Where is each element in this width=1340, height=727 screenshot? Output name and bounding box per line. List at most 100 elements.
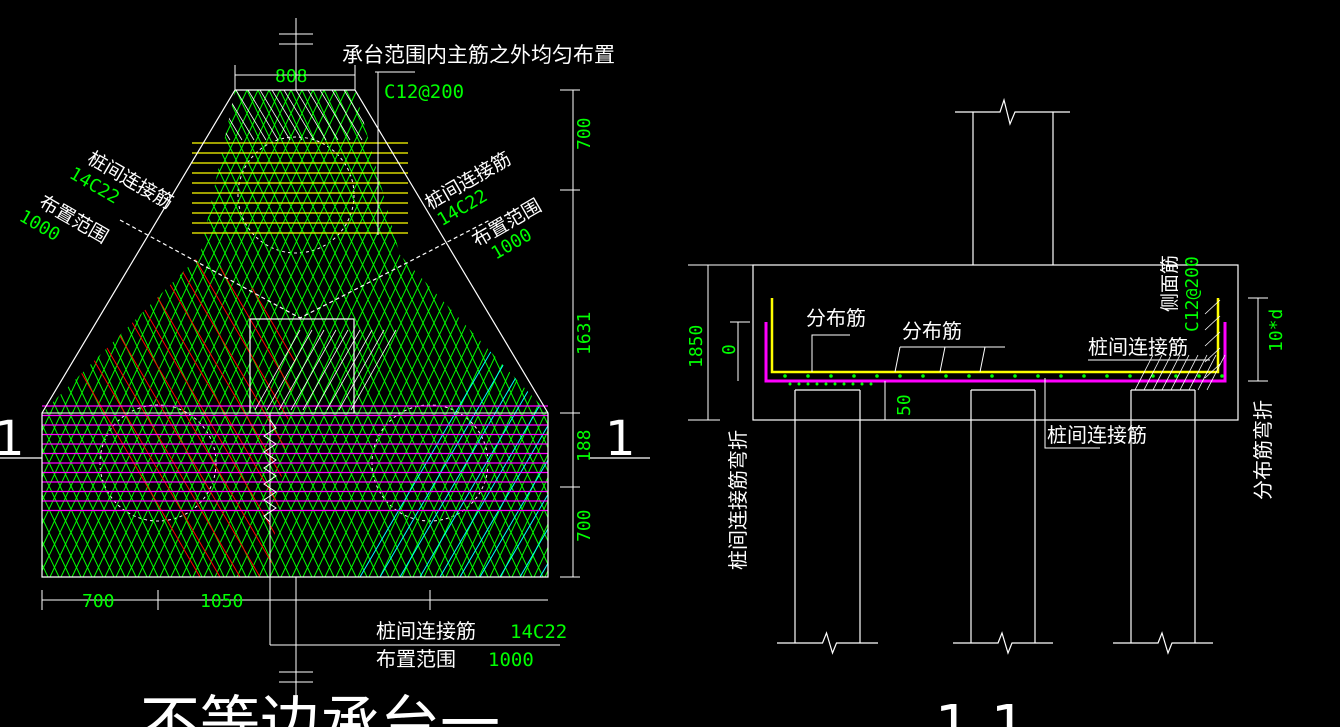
top-note-spec: C12@200	[384, 81, 464, 103]
label-conn-bottom: 桩间连接筋	[1047, 423, 1147, 447]
green-rebar-line	[224, 90, 456, 577]
green-rebar-line	[42, 90, 93, 577]
cyan-rebar-line	[479, 255, 548, 577]
magenta-bottom-bars	[42, 405, 548, 512]
green-rebar-line	[0, 90, 27, 577]
column-break-line	[955, 97, 1070, 126]
column-hatch-line	[326, 329, 373, 411]
leader-conn-bottom	[1044, 378, 1100, 449]
rebar-dot	[1174, 374, 1178, 378]
dim-zero: 0	[719, 344, 740, 355]
rebar-dot	[852, 374, 856, 378]
cyan-rebar-line	[459, 255, 548, 577]
rebar-dot	[806, 374, 810, 378]
green-rebar-line	[42, 90, 82, 577]
section-mark-left: 1	[0, 411, 25, 467]
white-hatch-line	[464, 90, 494, 140]
rebar-dot	[898, 374, 902, 378]
rebar-dot	[829, 374, 833, 378]
white-hatch-line	[355, 90, 387, 141]
dim-right-bottom: 700	[574, 509, 595, 542]
yellow-distribution-rebar	[770, 298, 1220, 374]
section-hatch-line	[1204, 315, 1221, 331]
green-rebar-line	[401, 90, 548, 577]
green-rebar-line	[610, 90, 840, 577]
dim-bottom-mid: 1050	[200, 591, 243, 612]
green-rebar-line	[522, 90, 548, 577]
green-rebar-line	[0, 90, 5, 577]
bottom-label-spec: 14C22	[510, 621, 567, 643]
green-rebar-hatch	[0, 90, 906, 577]
rebar-dot	[806, 382, 810, 386]
green-rebar-line	[445, 90, 548, 577]
section-piles	[777, 389, 1213, 655]
green-rebar-line	[42, 90, 72, 577]
dim-height: 1850	[686, 325, 707, 368]
bottom-label-name: 桩间连接筋	[376, 619, 476, 643]
green-rebar-line	[488, 90, 548, 577]
section-hatch-line	[1197, 354, 1217, 391]
red-rebar-line	[209, 255, 300, 577]
green-rebar-line	[521, 90, 548, 577]
green-rebar-line	[42, 90, 104, 577]
pile-break-line	[777, 631, 878, 655]
section-hatch-line	[1204, 331, 1221, 347]
label-bend-left: 桩间连接筋弯折	[726, 430, 750, 570]
green-rebar-line	[312, 90, 544, 577]
rebar-dot	[944, 374, 948, 378]
column-hatch-line	[338, 329, 385, 411]
green-rebar-line	[42, 90, 115, 577]
section-hatch	[1134, 299, 1226, 391]
section-hatch-line	[1179, 354, 1199, 391]
rebar-dot	[1220, 374, 1224, 378]
white-hatch-line	[200, 90, 219, 141]
dim-right-mid: 1631	[574, 312, 595, 355]
white-hatch-line	[259, 90, 291, 141]
bottom-label-range-value: 1000	[488, 649, 534, 671]
magenta-bottom-rebar	[764, 322, 1227, 383]
section-hatch-line	[1204, 299, 1221, 315]
white-hatch-line	[319, 90, 351, 141]
green-rebar-line	[567, 90, 797, 577]
dim-right-188: 188	[574, 429, 595, 462]
section-hatch-line	[1206, 354, 1226, 391]
white-hatch-line	[235, 90, 267, 141]
green-rebar-line	[323, 90, 548, 577]
green-rebar-line	[456, 90, 548, 577]
leader-dist-1	[811, 334, 850, 372]
rebar-dot	[797, 382, 801, 386]
rebar-dot	[1197, 374, 1201, 378]
green-rebar-line	[0, 90, 26, 577]
section-hatch-line	[1134, 354, 1154, 391]
top-note: 承台范围内主筋之外均匀布置	[342, 43, 615, 67]
section-view: 分布筋 分布筋 桩间连接筋 桩间连接筋 侧面筋 C12@200 10*d 桩间连…	[686, 97, 1287, 727]
yellow-distribution-bars	[192, 142, 408, 234]
section-mark-right: 1	[605, 411, 636, 467]
green-rebar-line	[42, 90, 83, 577]
white-hatch-line	[200, 90, 207, 141]
rebar-dot	[1082, 374, 1086, 378]
green-rebar-line	[411, 90, 548, 577]
green-rebar-line	[0, 90, 4, 577]
green-rebar-line	[42, 90, 148, 577]
column-hatch-line	[254, 329, 301, 411]
rebar-dot	[967, 374, 971, 378]
green-rebar-line	[676, 90, 906, 577]
green-rebar-line	[433, 90, 548, 577]
white-hatch-line	[488, 90, 518, 140]
section-title: 1-1	[935, 694, 1026, 727]
white-hatch-line	[307, 90, 339, 141]
white-hatch-line	[247, 90, 279, 141]
column-hatch-line	[266, 329, 313, 411]
leader-dist-2a	[894, 346, 901, 373]
green-rebar-line	[42, 90, 49, 577]
green-rebar-line	[42, 90, 137, 577]
dim-top-width: 808	[275, 66, 308, 87]
section-cap	[752, 264, 1239, 421]
column-box	[249, 318, 355, 414]
dim-50: 50	[894, 394, 915, 416]
column-hatch	[254, 329, 397, 411]
label-10d: 10*d	[1266, 309, 1287, 352]
green-rebar-line	[644, 90, 874, 577]
rebar-dot	[1105, 374, 1109, 378]
